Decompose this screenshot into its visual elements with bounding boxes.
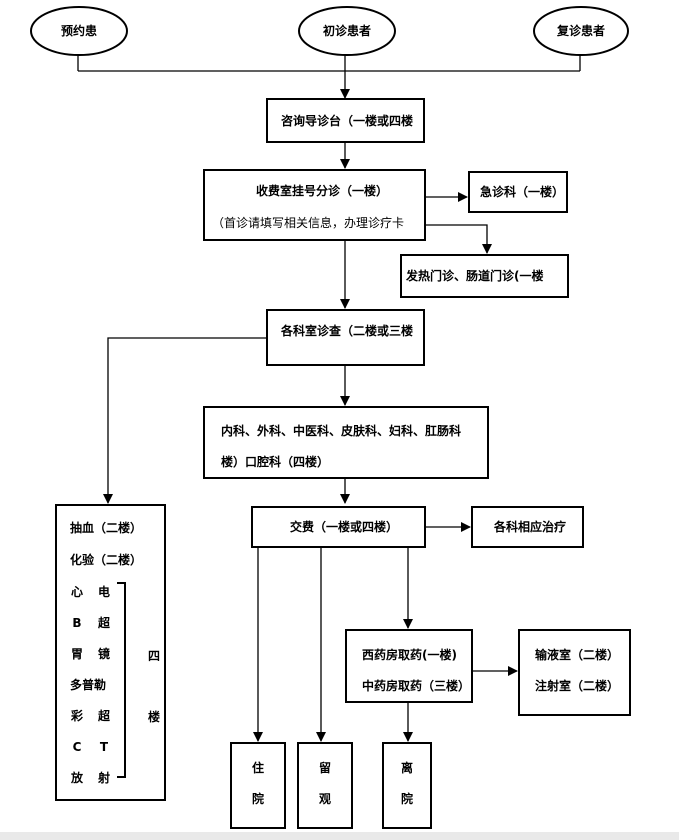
test-doppler: 多普勒 bbox=[70, 677, 106, 692]
discharge-char1: 离 bbox=[401, 760, 413, 775]
test-gastroscope-char2: 镜 bbox=[98, 646, 110, 661]
connectors bbox=[77, 52, 581, 742]
test-ecg-char1: 心 bbox=[71, 585, 83, 599]
label-registration-note: （首诊请填写相关信息，办理诊疗卡 bbox=[212, 215, 404, 230]
ellipse-first-visit bbox=[298, 6, 396, 56]
admission-box: 住 院 bbox=[230, 742, 286, 829]
label-registration-title: 收费室挂号分诊（一楼） bbox=[256, 183, 388, 198]
arrow-to-tests bbox=[103, 337, 267, 504]
pharmacy-box: 西药房取药(一楼) 中药房取药（三楼） bbox=[345, 629, 473, 703]
ellipse-return-visit bbox=[533, 6, 629, 56]
tests-box: 抽血（二楼） 化验（二楼） 心 电 B 超 胃 镜 多普勒 彩 超 C T 放 … bbox=[55, 504, 166, 801]
admission-char1: 住 bbox=[252, 760, 264, 775]
label-emergency: 急诊科（一楼） bbox=[480, 184, 564, 199]
label-infusion-room: 输液室（二楼） bbox=[535, 647, 619, 662]
test-color-ultrasound-char1: 彩 bbox=[70, 708, 83, 723]
label-treatment: 各科相应治疗 bbox=[493, 519, 566, 534]
fever-clinic-box: 发热门诊、肠道门诊(一楼 bbox=[400, 254, 569, 298]
test-radiology-char1: 放 bbox=[70, 770, 84, 785]
label-first-visit: 初诊患者 bbox=[323, 23, 371, 38]
page-bottom-strip bbox=[0, 832, 679, 840]
observation-char2: 观 bbox=[319, 792, 331, 806]
label-payment: 交费（一楼或四楼） bbox=[290, 519, 398, 534]
label-fever-clinic: 发热门诊、肠道门诊(一楼 bbox=[405, 268, 544, 283]
floor-label-char1: 四 bbox=[148, 649, 160, 663]
test-radiology-char2: 射 bbox=[97, 770, 110, 785]
dept-exam-box: 各科室诊查（二楼或三楼 bbox=[266, 309, 425, 366]
ellipse-appointment bbox=[30, 6, 128, 56]
label-dept-exam: 各科室诊查（二楼或三楼 bbox=[280, 323, 413, 338]
test-ct-char1: C bbox=[73, 740, 82, 754]
label-return-visit: 复诊患者 bbox=[556, 23, 605, 38]
label-lab: 化验（二楼） bbox=[70, 552, 142, 567]
test-gastroscope-char1: 胃 bbox=[71, 647, 83, 661]
label-blood-draw: 抽血（二楼） bbox=[70, 520, 142, 535]
patient-return-visit: 复诊患者 bbox=[533, 6, 629, 56]
label-injection-room: 注射室（二楼） bbox=[535, 678, 619, 693]
floor-bracket bbox=[117, 582, 126, 778]
treatment-box: 各科相应治疗 bbox=[471, 506, 584, 548]
label-consult-desk: 咨询导诊台（一楼或四楼 bbox=[281, 113, 413, 128]
test-ecg-char2: 电 bbox=[98, 584, 110, 599]
infusion-box: 输液室（二楼） 注射室（二楼） bbox=[518, 629, 631, 716]
discharge-box: 离 院 bbox=[382, 742, 432, 829]
departments-box: 内科、外科、中医科、皮肤科、妇科、肛肠科 楼）口腔科（四楼） bbox=[203, 406, 489, 479]
consult-desk-box: 咨询导诊台（一楼或四楼 bbox=[266, 98, 425, 143]
label-departments-line1: 内科、外科、中医科、皮肤科、妇科、肛肠科 bbox=[221, 423, 461, 438]
patient-appointment: 预约患 bbox=[30, 6, 128, 56]
emergency-box: 急诊科（一楼） bbox=[468, 171, 568, 213]
registration-box: 收费室挂号分诊（一楼） （首诊请填写相关信息，办理诊疗卡 bbox=[203, 169, 426, 241]
label-departments-line2: 楼）口腔科（四楼） bbox=[221, 454, 329, 469]
admission-char2: 院 bbox=[252, 791, 264, 806]
test-ct-char2: T bbox=[100, 740, 109, 754]
floor-label-char2: 楼 bbox=[148, 709, 160, 724]
patient-first-visit: 初诊患者 bbox=[298, 6, 396, 56]
payment-box: 交费（一楼或四楼） bbox=[251, 506, 426, 548]
observation-char1: 留 bbox=[319, 760, 331, 775]
observation-box: 留 观 bbox=[297, 742, 353, 829]
test-color-ultrasound-char2: 超 bbox=[97, 708, 111, 723]
arrow-to-fever-clinic bbox=[425, 224, 492, 254]
test-b-ultrasound-char1: B bbox=[72, 616, 81, 630]
label-western-pharmacy: 西药房取药(一楼) bbox=[362, 647, 457, 662]
label-appointment: 预约患 bbox=[61, 23, 97, 38]
test-b-ultrasound-char2: 超 bbox=[97, 615, 111, 630]
discharge-char2: 院 bbox=[401, 791, 413, 806]
label-chinese-pharmacy: 中药房取药（三楼） bbox=[362, 678, 470, 693]
